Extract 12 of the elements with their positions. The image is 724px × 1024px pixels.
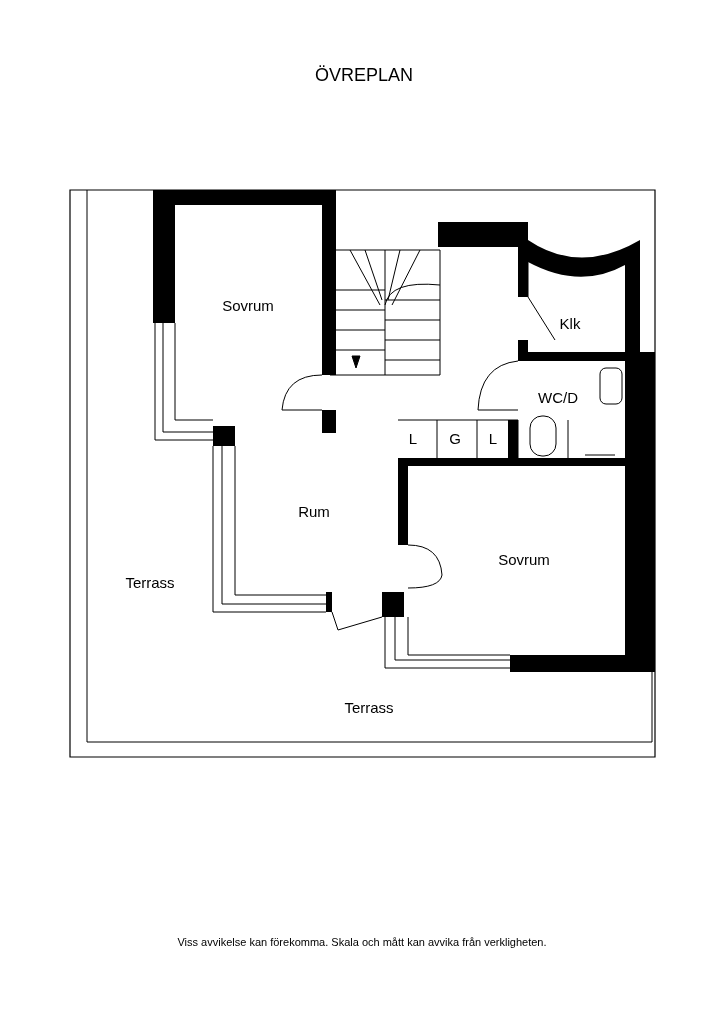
room-label: Rum (298, 502, 330, 520)
room-label: Terrass (125, 573, 175, 591)
room-label: WC/D (538, 388, 578, 406)
room-label: G (449, 429, 461, 447)
room-label: Sovrum (498, 550, 550, 568)
room-label: Sovrum (222, 296, 274, 314)
disclaimer-note: Viss avvikelse kan förekomma. Skala och mått kan avvika från verkligheten. (177, 936, 547, 948)
room-label: L (408, 429, 418, 447)
room-label: Terrass (344, 698, 394, 716)
plan-title: ÖVREPLAN (315, 64, 413, 86)
room-label: L (488, 429, 498, 447)
room-label: Klk (559, 314, 581, 332)
